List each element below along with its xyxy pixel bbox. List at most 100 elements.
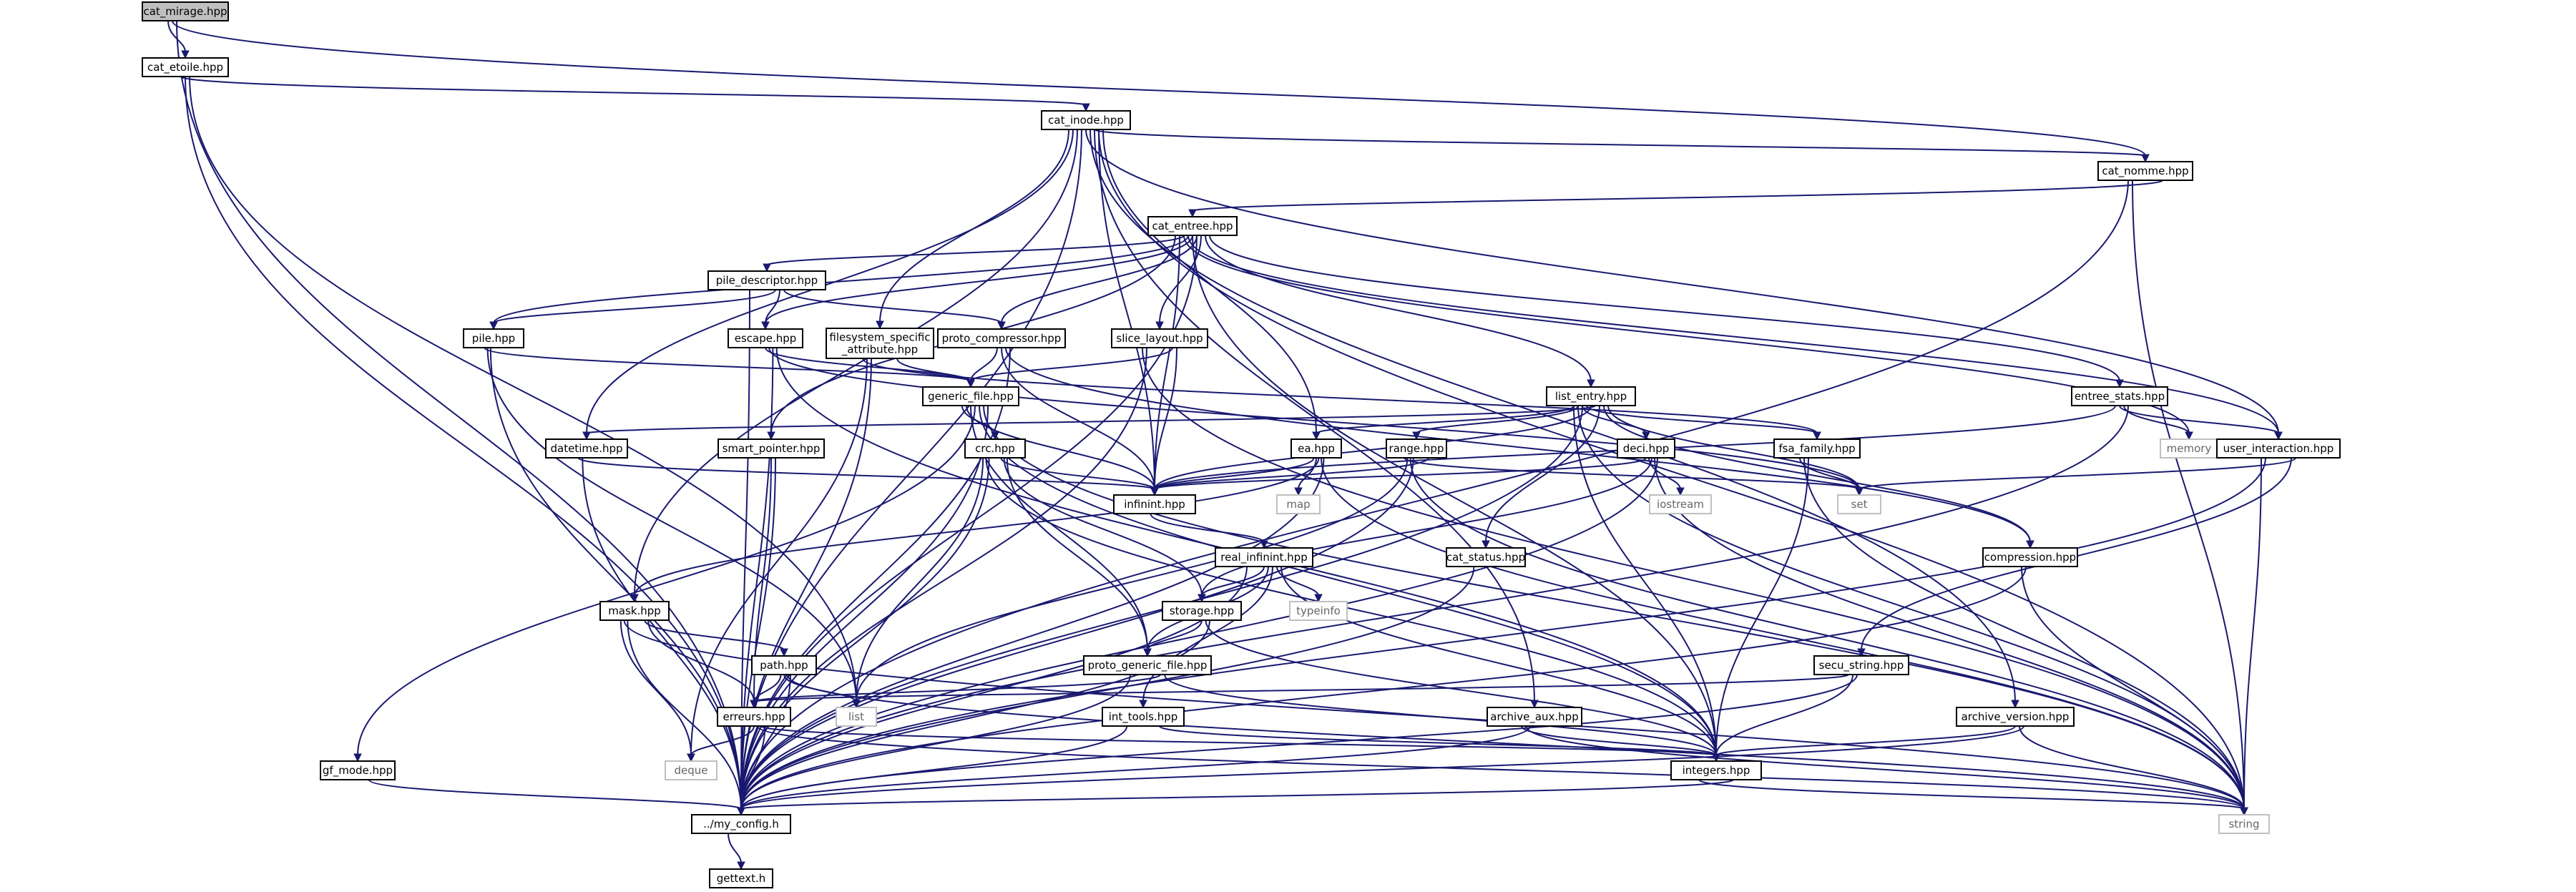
edge-line	[189, 76, 857, 702]
node-box	[665, 760, 718, 780]
node-proto-generic-file[interactable]: proto_generic_file.hpp	[1083, 655, 1212, 675]
node-generic-file[interactable]: generic_file.hpp	[922, 386, 1019, 406]
node-int-tools[interactable]: int_tools.hpp	[1102, 707, 1185, 727]
node-archive-aux[interactable]: archive_aux.hpp	[1487, 707, 1582, 727]
node-gettext[interactable]: gettext.h	[709, 868, 773, 888]
edge-crc-to-infinint	[1000, 457, 1159, 496]
edge-line	[1142, 347, 2245, 810]
edge-arrowhead	[2274, 431, 2283, 441]
node-cat-entree[interactable]: cat_entree.hpp	[1147, 216, 1238, 236]
edge-arrowhead	[1143, 648, 1152, 657]
node-label: list_entry.hpp	[1555, 390, 1627, 403]
edge-arrowhead	[181, 50, 190, 59]
node-user-interaction[interactable]: user_interaction.hpp	[2216, 438, 2341, 459]
edge-line	[172, 20, 2146, 157]
node-crc[interactable]: crc.hpp	[964, 438, 1026, 459]
edge-line	[856, 457, 984, 702]
node-pile-descriptor[interactable]: pile_descriptor.hpp	[707, 270, 826, 290]
edge-cat_entree-to-list_entry	[1205, 235, 1595, 388]
edge-integers-to-my_config	[737, 779, 1734, 816]
edge-line	[753, 674, 1161, 702]
edge-arrowhead	[997, 321, 1006, 330]
edge-line	[740, 725, 766, 810]
node-cat-nomme[interactable]: cat_nomme.hpp	[2097, 161, 2193, 181]
node-label: integers.hpp	[1683, 764, 1750, 777]
node-cat-inode[interactable]: cat_inode.hpp	[1041, 110, 1131, 130]
node-my-config[interactable]: ../my_config.h	[691, 814, 791, 834]
edge-line	[176, 20, 742, 810]
edge-line	[1525, 725, 2245, 810]
node-secu-string[interactable]: secu_string.hpp	[1813, 655, 1909, 675]
node-cat-status[interactable]: cat_status.hpp	[1446, 547, 1526, 567]
node-box	[1102, 707, 1185, 727]
node-cat-etoile[interactable]: cat_etoile.hpp	[142, 57, 229, 77]
edge-proto_compressor-to-compression	[1005, 347, 2034, 549]
edge-line	[740, 457, 2266, 810]
node-box	[1837, 494, 1881, 514]
edge-arrowhead	[761, 321, 770, 330]
edge-line	[740, 358, 872, 810]
node-box	[2097, 161, 2193, 181]
node-ea[interactable]: ea.hpp	[1291, 438, 1342, 459]
node-label: compression.hpp	[1984, 551, 2076, 564]
edge-line	[1201, 457, 1652, 597]
node-label: fsa_family.hpp	[1778, 442, 1855, 456]
edge-entree_stats-to-user_interaction	[2119, 405, 2283, 441]
node-box	[1215, 547, 1313, 567]
edge-line	[740, 457, 1325, 810]
node-box	[1291, 438, 1342, 459]
node-mask[interactable]: mask.hpp	[599, 601, 670, 621]
node-box	[1446, 547, 1526, 567]
node-label: smart_pointer.hpp	[723, 442, 821, 456]
edge-line	[1799, 457, 1860, 490]
node-integers[interactable]: integers.hpp	[1670, 760, 1762, 780]
edge-arrowhead	[1855, 487, 1864, 496]
edge-arrowhead	[780, 648, 788, 657]
node-compression[interactable]: compression.hpp	[1982, 547, 2078, 567]
edge-line	[896, 358, 971, 382]
node-slice-layout[interactable]: slice_layout.hpp	[1111, 328, 1208, 348]
node-deci[interactable]: deci.hpp	[1617, 438, 1675, 459]
node-erreurs[interactable]: erreurs.hpp	[717, 707, 791, 727]
edge-user_interaction-to-set	[1855, 457, 2296, 496]
edge-line	[879, 129, 1069, 323]
edge-line	[1803, 457, 2245, 810]
node-string: string	[2218, 814, 2270, 834]
edge-fsa_family-to-integers	[1712, 457, 1809, 763]
node-datetime[interactable]: datetime.hpp	[545, 438, 628, 459]
node-label: set	[1851, 498, 1868, 511]
node-smart-pointer[interactable]: smart_pointer.hpp	[718, 438, 825, 459]
node-escape[interactable]: escape.hpp	[728, 328, 803, 348]
edge-crc-to-my_config	[737, 457, 990, 816]
node-storage[interactable]: storage.hpp	[1162, 601, 1242, 621]
edge-list_entry-to-datetime	[582, 405, 1596, 441]
edge-line	[740, 405, 989, 810]
edge-line	[1715, 674, 1853, 756]
node-filesystem-specific[interactable]: filesystem_specific_attribute.hpp	[826, 328, 934, 359]
node-archive-version[interactable]: archive_version.hpp	[1956, 707, 2075, 727]
node-box	[1617, 438, 1675, 459]
node-range[interactable]: range.hpp	[1386, 438, 1447, 459]
edge-pile_descriptor-to-escape	[761, 289, 780, 330]
node-list-entry[interactable]: list_entry.hpp	[1546, 386, 1636, 406]
node-entree-stats[interactable]: entree_stats.hpp	[2071, 386, 2168, 406]
node-path[interactable]: path.hpp	[751, 655, 817, 675]
edge-line	[1187, 235, 2279, 434]
edge-line	[862, 358, 1818, 434]
edge-cat_entree-to-user_interaction	[1187, 235, 2283, 441]
node-pile[interactable]: pile.hpp	[463, 328, 524, 348]
node-label: cat_status.hpp	[1446, 551, 1525, 564]
edge-line	[1098, 129, 1155, 490]
node-fsa-family[interactable]: fsa_family.hpp	[1773, 438, 1861, 459]
edge-line	[1485, 405, 1600, 543]
node-box	[922, 386, 1019, 406]
node-box	[826, 328, 934, 359]
edge-list_entry-to-compression	[1603, 405, 2034, 549]
node-proto-compressor[interactable]: proto_compressor.hpp	[937, 328, 1066, 348]
node-real-infinint[interactable]: real_infinint.hpp	[1215, 547, 1313, 567]
node-box	[1670, 760, 1762, 780]
node-gf-mode[interactable]: gf_mode.hpp	[320, 760, 396, 780]
node-infinint[interactable]: infinint.hpp	[1113, 494, 1196, 514]
edge-line	[728, 833, 742, 864]
node-box	[2218, 814, 2270, 834]
